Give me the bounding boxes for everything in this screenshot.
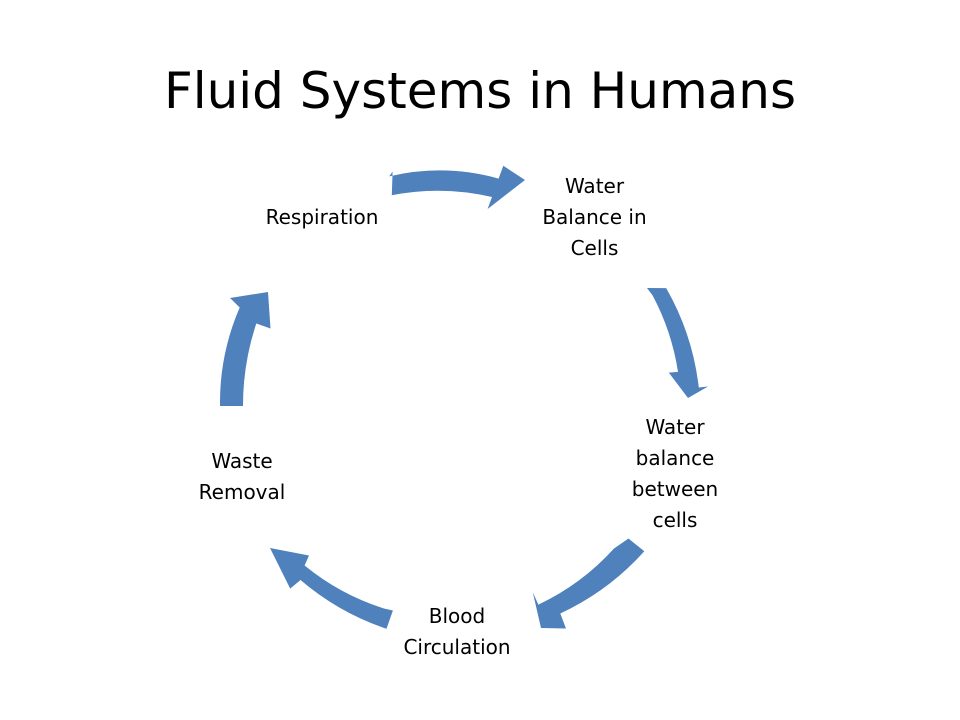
cycle-arrow-respiration-to-water-balance-cells — [389, 165, 525, 209]
cycle-arrow-cells-to-between-cells — [647, 288, 708, 398]
node-label-respiration: Respiration — [265, 205, 379, 229]
node-label-waste-removal: Waste Removal — [198, 449, 286, 504]
slide-title: Fluid Systems in Humans — [163, 62, 797, 120]
node-label-water-balance-between-cells: Water balance between cells — [631, 415, 719, 532]
node-label-water-balance-in-cells: Water Balance in Cells — [542, 174, 647, 260]
cycle-arrow-between-cells-to-blood-circulation — [532, 538, 645, 629]
node-label-blood-circulation: Blood Circulation — [403, 604, 511, 659]
cycle-arrow-waste-removal-to-respiration — [219, 292, 271, 406]
cycle-arrow-blood-circulation-to-waste-removal — [270, 548, 393, 629]
